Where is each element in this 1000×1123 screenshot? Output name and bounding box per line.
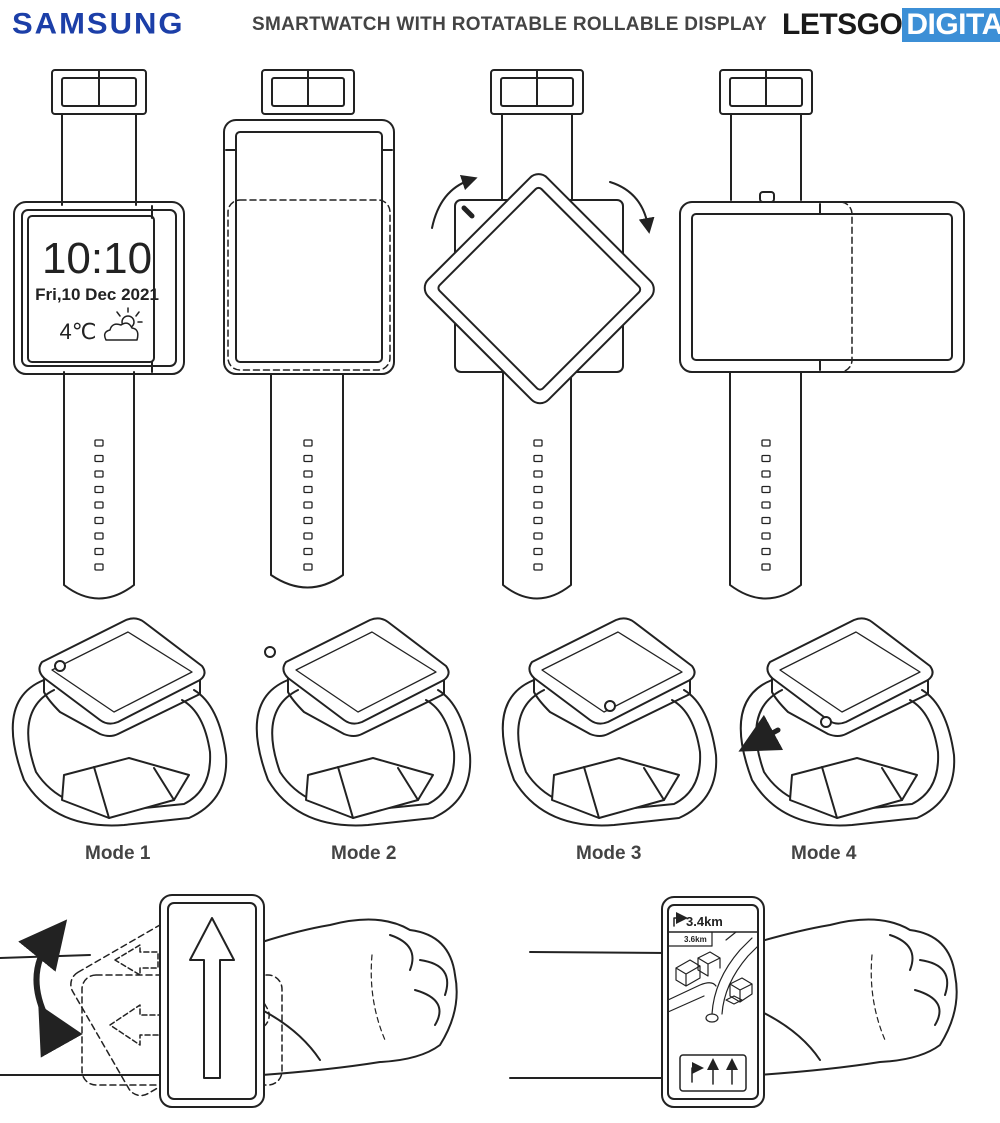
nav-distance-main: 3.4km [686, 914, 723, 929]
wrist-navigation-illustration: 3.4km 3.6km [509, 896, 958, 1108]
strap-hole [303, 563, 313, 571]
strap-hole [94, 501, 104, 509]
mode-label-3: Mode 3 [576, 843, 642, 864]
mode-label-4: Mode 4 [791, 843, 857, 864]
nav-map [667, 931, 759, 1023]
strap-hole [94, 485, 104, 494]
strap-holes [303, 439, 313, 571]
strap-hole [761, 470, 771, 478]
mode-label-1: Mode 1 [85, 843, 151, 864]
watch-front-view: 10:10 Fri,10 Dec 2021 4℃ [13, 69, 185, 600]
camera-sensor-icon [54, 660, 66, 672]
strap-hole [761, 454, 771, 463]
strap-hole [533, 516, 543, 525]
slide-arrow-icon [738, 714, 784, 752]
mode-4-watch-illustration [738, 617, 956, 827]
strap-hole [303, 454, 313, 463]
strap-hole [761, 563, 771, 571]
watch-rotated-view [423, 69, 655, 600]
letsgodigital-logo: LETSGO DIGITAL [782, 8, 1000, 42]
watch-extended-side-view [679, 69, 965, 600]
camera-sensor-icon [264, 646, 276, 658]
strap-hole [533, 470, 543, 478]
strap-hole [94, 547, 104, 556]
watch-temperature: 4℃ [60, 319, 97, 344]
strap-hole [533, 454, 543, 463]
strap-hole [761, 547, 771, 556]
mode-2-watch-illustration [255, 617, 472, 827]
strap-hole [533, 532, 543, 540]
camera-sensor-icon [604, 700, 616, 712]
strap-hole [761, 439, 771, 447]
wrist-rotation-illustration [0, 894, 458, 1108]
strap-hole [94, 470, 104, 478]
strap-hole [94, 532, 104, 540]
mode-1-watch-illustration [11, 617, 228, 827]
strap-hole [533, 501, 543, 509]
strap-holes [533, 439, 543, 571]
watch-date: Fri,10 Dec 2021 [35, 285, 159, 304]
logo-text-letsgo: LETSGO [782, 8, 903, 41]
strap-hole [533, 547, 543, 556]
watch-extended-up-view [223, 69, 395, 589]
page-title: SMARTWATCH WITH ROTATABLE ROLLABLE DISPL… [252, 14, 768, 35]
strap-hole [94, 454, 104, 463]
strap-hole [303, 501, 313, 509]
strap-hole [761, 501, 771, 509]
patent-drawing: 10:10 Fri,10 Dec 2021 4℃ [0, 69, 965, 1108]
strap-hole [303, 485, 313, 494]
mode-3-watch-illustration [501, 617, 718, 827]
strap-hole [303, 532, 313, 540]
strap-hole [761, 485, 771, 494]
strap-hole [533, 485, 543, 494]
strap-holes [761, 439, 771, 571]
strap-holes [94, 439, 104, 571]
camera-sensor-icon [820, 716, 832, 728]
strap-hole [94, 439, 104, 447]
watch-time: 10:10 [42, 234, 152, 283]
brand-logo: SAMSUNG [12, 6, 185, 41]
mode-label-2: Mode 2 [331, 843, 397, 864]
strap-hole [533, 439, 543, 447]
logo-text-digital: DIGITAL [902, 8, 1000, 42]
strap-hole [761, 532, 771, 540]
strap-hole [761, 516, 771, 525]
strap-hole [533, 563, 543, 571]
strap-hole [94, 563, 104, 571]
strap-hole [303, 516, 313, 525]
header: SAMSUNG SMARTWATCH WITH ROTATABLE ROLLAB… [0, 0, 1000, 50]
weather-cloud-sun-icon [103, 307, 143, 341]
strap-hole [303, 470, 313, 478]
nav-distance-sub: 3.6km [684, 935, 707, 944]
strap-hole [303, 547, 313, 556]
strap-hole [303, 439, 313, 447]
strap-hole [94, 516, 104, 525]
